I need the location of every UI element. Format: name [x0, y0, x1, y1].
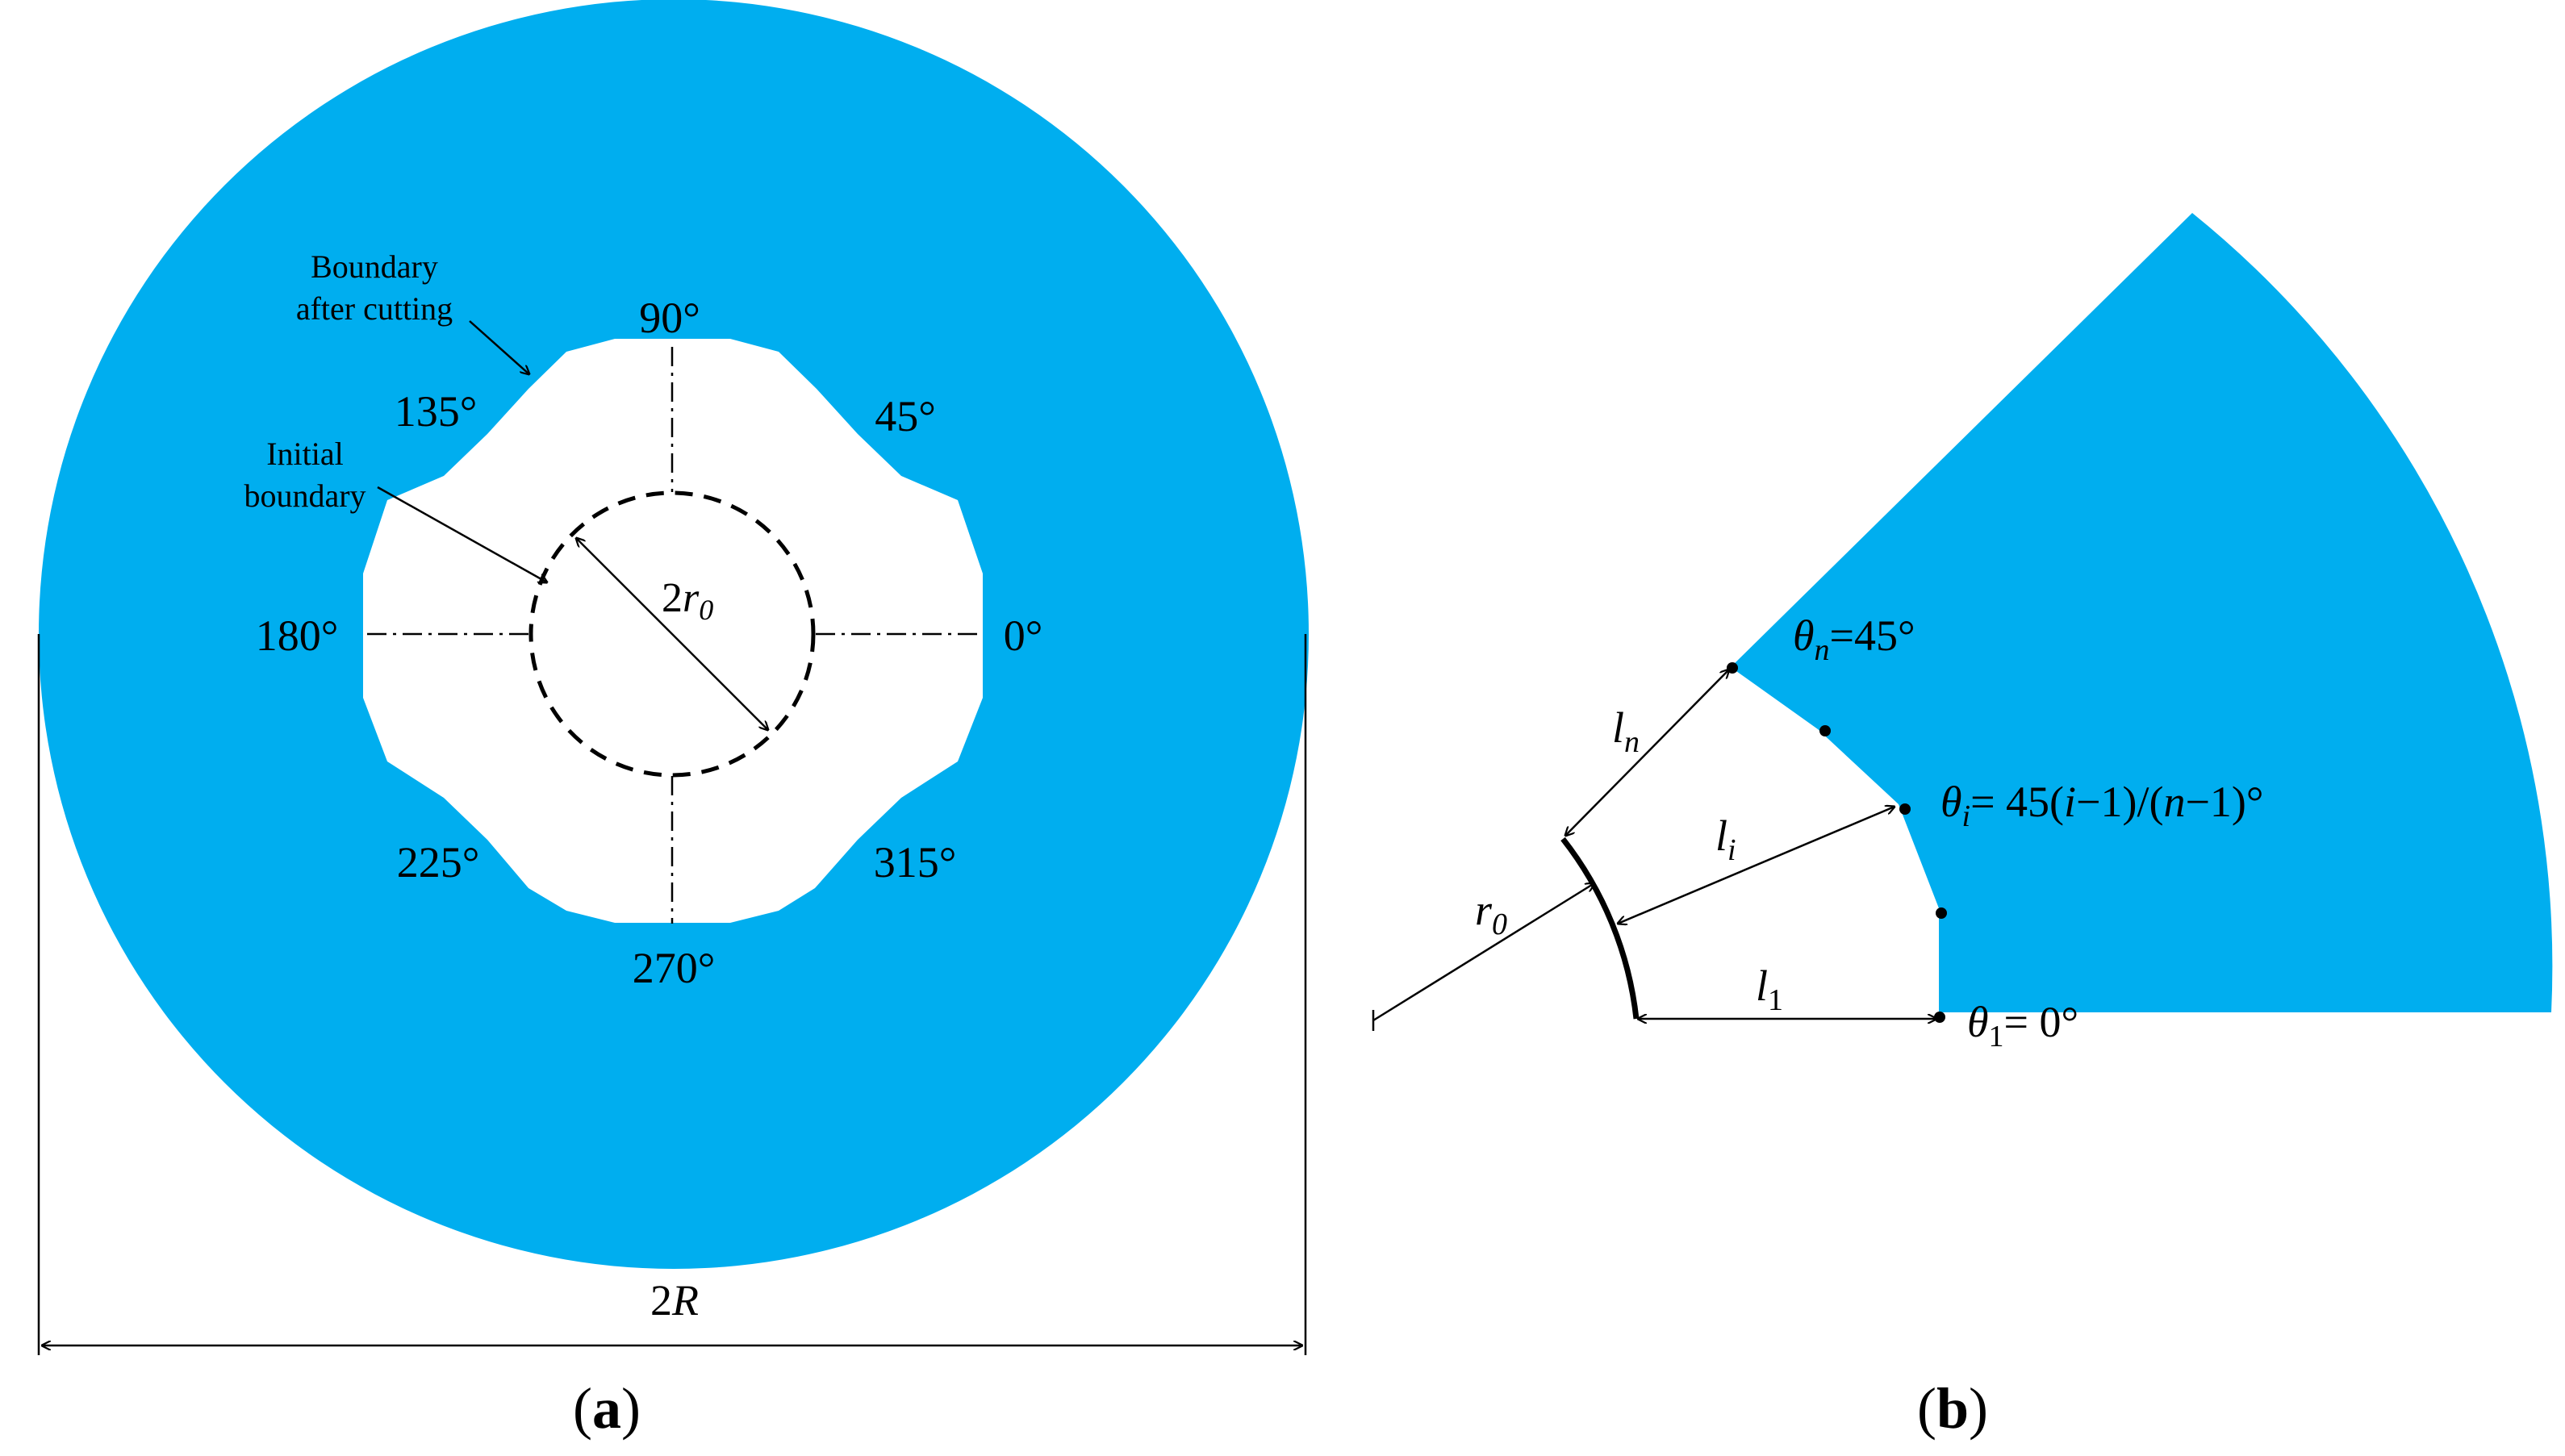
- initial-arc: [1560, 836, 1640, 1020]
- point-mid-lower: [1936, 907, 1947, 919]
- panel-a: 90° 45° 135° 180° 0° 225° 315° 270° Boun…: [37, 0, 1309, 1441]
- annot-initial-boundary-line1: Initial: [266, 436, 344, 472]
- panel-b: r0 ln li l1 θn=45° θi= 45(i−1)/(n−1)° θ1…: [1372, 213, 2553, 1441]
- label-180: 180°: [256, 611, 339, 660]
- annot-boundary-after-cutting-line2: after cutting: [296, 290, 453, 327]
- label-l1: l1: [1756, 962, 1783, 1017]
- li-arrow: [1618, 807, 1895, 924]
- label-ln: ln: [1612, 703, 1640, 759]
- diameter-2r0-arrow: [576, 538, 768, 730]
- point-theta-i: [1899, 803, 1911, 815]
- initial-boundary-leader: [377, 486, 547, 582]
- label-270: 270°: [633, 944, 716, 992]
- initial-boundary-circle: [528, 490, 816, 778]
- r0-radius-arrow: [1372, 883, 1594, 1022]
- point-theta-1: [1934, 1012, 1945, 1023]
- label-90: 90°: [639, 294, 700, 342]
- label-225: 225°: [397, 838, 480, 887]
- label-135: 135°: [395, 387, 478, 436]
- label-45: 45°: [875, 392, 936, 440]
- annulus-region: [39, 0, 1309, 1269]
- caption-b: (b): [1917, 1376, 1988, 1441]
- annot-initial-boundary-line2: boundary: [244, 478, 366, 514]
- point-mid-upper: [1819, 725, 1831, 736]
- annot-boundary-after-cutting-line1: Boundary: [311, 248, 438, 285]
- caption-a: (a): [573, 1376, 641, 1441]
- label-theta-1: θ1= 0°: [1967, 998, 2078, 1053]
- label-0: 0°: [1004, 611, 1043, 660]
- label-2R: 2R: [650, 1276, 699, 1325]
- point-theta-n: [1727, 662, 1738, 674]
- sector-region: [1731, 213, 2553, 1012]
- label-2r0: 2r0: [662, 575, 713, 626]
- dimension-2R: [37, 634, 1307, 1355]
- label-theta-n: θn=45°: [1793, 611, 1915, 667]
- label-315: 315°: [874, 838, 957, 887]
- boundary-points: [1727, 662, 1947, 1023]
- label-li: li: [1715, 811, 1736, 867]
- label-theta-i: θi= 45(i−1)/(n−1)°: [1940, 778, 2264, 833]
- label-r0: r0: [1475, 886, 1507, 941]
- boundary-after-cutting-leader: [469, 320, 529, 374]
- angle-axes: [367, 347, 983, 924]
- ln-arrow: [1565, 670, 1729, 836]
